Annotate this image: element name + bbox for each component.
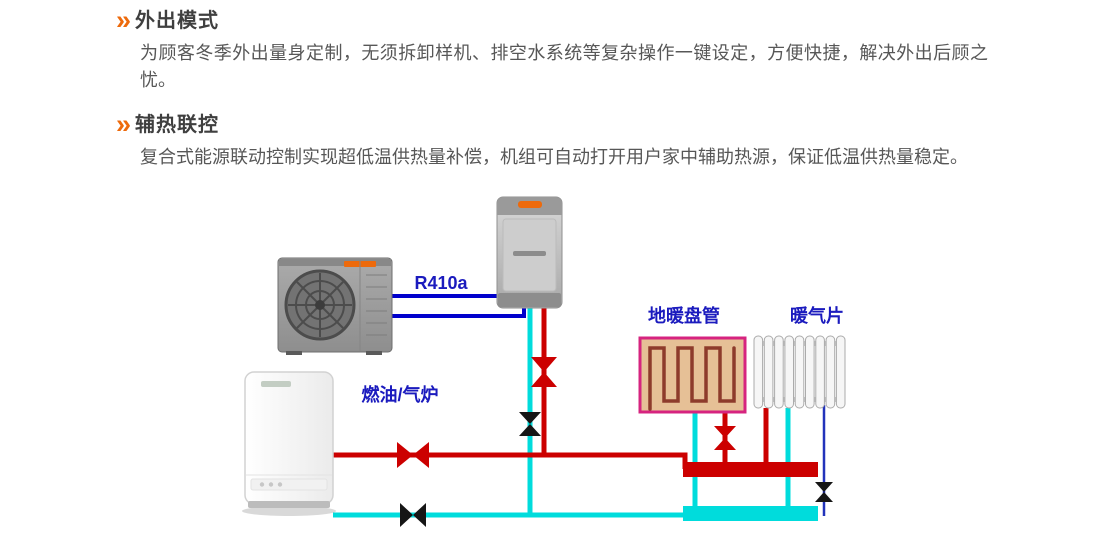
feature-heading-row: » 外出模式 (116, 5, 996, 35)
feature-heading-row: » 辅热联控 (116, 109, 996, 139)
feature-title-aux-heat: 辅热联控 (135, 114, 220, 136)
chevrons-icon: » (116, 5, 131, 35)
indoor-unit (496, 196, 563, 309)
feature-description-away-mode: 为顾客冬季外出量身定制，无须拆卸样机、排空水系统等复杂操作一键设定，方便快捷，解… (140, 43, 988, 90)
valve-red-indoor-supply (531, 357, 557, 387)
label-radiator: 暖气片 (790, 305, 844, 326)
vent-grille (366, 274, 387, 336)
valve-red-floor-coil (714, 426, 736, 450)
valve-red-boiler-supply (397, 442, 429, 468)
refrigerant-pipe-2 (340, 305, 526, 318)
valve-black-bypass (815, 482, 833, 502)
valve-black-boiler-return (400, 503, 426, 527)
outdoor-unit (277, 257, 393, 355)
radiator-fins (753, 335, 846, 409)
chevrons-icon: » (116, 109, 131, 139)
valve-black-indoor-return (519, 412, 541, 436)
valves (397, 357, 833, 527)
floor-heating-coil (638, 336, 747, 414)
manifolds (683, 462, 818, 521)
fan-icon (284, 269, 356, 341)
label-floor-coil: 地暖盘管 (648, 305, 720, 326)
feature-description-aux-heat: 复合式能源联动控制实现超低温供热量补偿，机组可自动打开用户家中辅助热源，保证低温… (140, 147, 968, 167)
pipe-network (333, 294, 826, 518)
heating-system-diagram: R410a 燃油/气炉 地暖盘管 暖气片 (242, 196, 846, 527)
feature-title-away-mode: 外出模式 (135, 10, 220, 32)
feature-aux-heat: » 辅热联控 复合式能源联动控制实现超低温供热量补偿，机组可自动打开用户家中辅助… (116, 109, 996, 171)
feature-away-mode: » 外出模式 为顾客冬季外出量身定制，无须拆卸样机、排空水系统等复杂操作一键设定… (116, 5, 996, 94)
brand-badge (261, 381, 291, 387)
boiler (242, 371, 336, 516)
return-manifold-bar (683, 506, 818, 521)
label-boiler: 燃油/气炉 (361, 384, 438, 405)
brand-badge (518, 201, 542, 208)
diagram-labels: R410a 燃油/气炉 地暖盘管 暖气片 (361, 273, 844, 405)
supply-pipe-main (333, 452, 688, 469)
supply-manifold-bar (683, 462, 818, 477)
label-refrigerant: R410a (414, 273, 468, 293)
radiator (753, 335, 846, 409)
